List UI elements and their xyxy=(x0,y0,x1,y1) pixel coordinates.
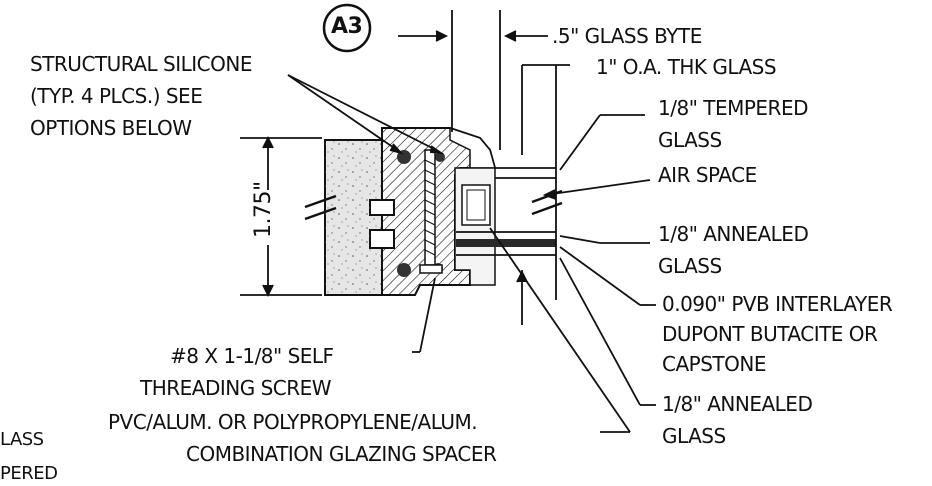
glazing-spacer xyxy=(461,184,491,226)
structural-silicone-line-1: STRUCTURAL SILICONE xyxy=(30,52,252,76)
annealed-glass-2-line-1: 1/8" ANNEALED xyxy=(662,392,813,416)
detail-tag-label: A3 xyxy=(331,14,363,39)
pvb-interlayer-line-2: DUPONT BUTACITE OR xyxy=(662,322,878,346)
structural-silicone-line-3: OPTIONS BELOW xyxy=(30,116,192,140)
spacer-line-1: PVC/ALUM. OR POLYPROPYLENE/ALUM. xyxy=(108,410,478,434)
pvb-interlayer-line-3: CAPSTONE xyxy=(662,352,766,376)
air-space-label: AIR SPACE xyxy=(658,163,757,187)
cut-off-left-label-1: LASS xyxy=(0,429,44,450)
spacer-line-2: COMBINATION GLAZING SPACER xyxy=(186,442,497,466)
screw-line-2: THREADING SCREW xyxy=(140,376,332,400)
glass-byte-label: .5" GLASS BYTE xyxy=(552,24,702,48)
annealed-glass-1-line-2: GLASS xyxy=(658,254,722,278)
height-dimension-label: 1.75" xyxy=(251,181,276,238)
structural-silicone-line-2: (TYP. 4 PLCS.) SEE xyxy=(30,84,203,108)
screw-line-1: #8 X 1-1/8" SELF xyxy=(170,344,334,368)
section-drawing xyxy=(240,3,656,433)
screw-body xyxy=(419,149,443,274)
annealed-glass-1-line-1: 1/8" ANNEALED xyxy=(658,222,809,246)
annealed-glass-2-line-2: GLASS xyxy=(662,424,726,448)
tempered-glass-line-2: GLASS xyxy=(658,128,722,152)
height-dimension xyxy=(240,135,322,298)
leader-lines xyxy=(287,74,656,433)
concrete-block xyxy=(324,139,383,296)
pvb-interlayer-line-1: 0.090" PVB INTERLAYER xyxy=(662,292,893,316)
cut-off-left-label-2: PERED xyxy=(0,463,58,484)
glazing-detail-drawing: A3 1.75" .5" GLASS BYTE 1" O.A. THK GLAS… xyxy=(0,3,893,484)
glass-byte-dimension xyxy=(398,10,548,150)
tempered-glass-line-1: 1/8" TEMPERED xyxy=(658,96,808,120)
detail-tag-circle xyxy=(322,3,372,53)
glass-panes xyxy=(456,150,557,300)
oa-thk-glass-label: 1" O.A. THK GLASS xyxy=(596,55,777,79)
